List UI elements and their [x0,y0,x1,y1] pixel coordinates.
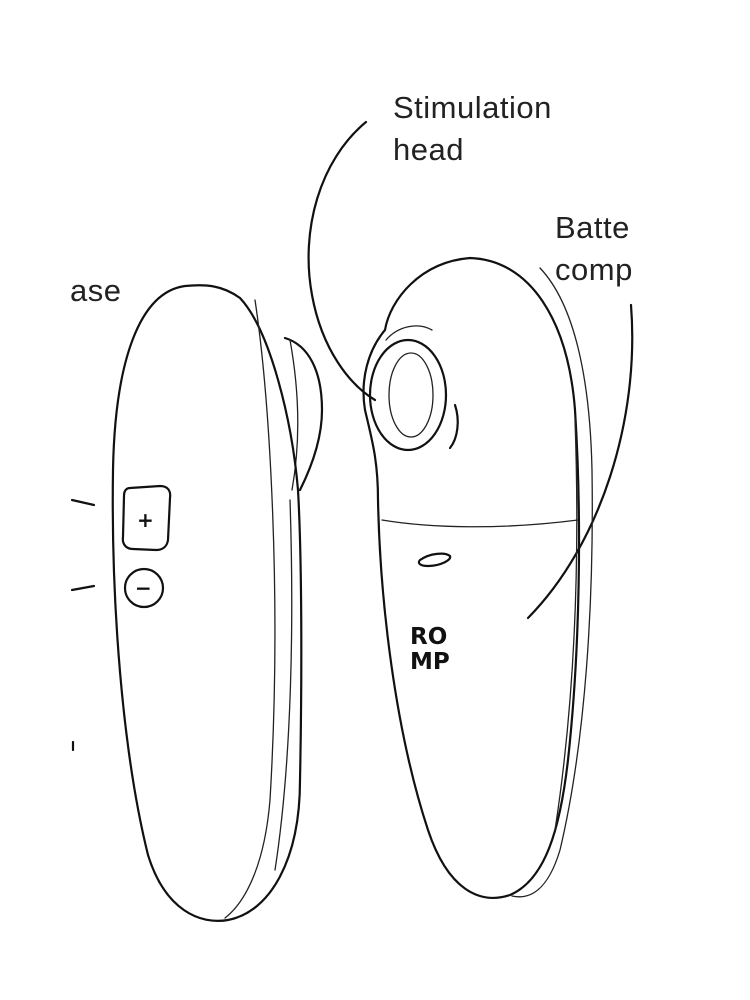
stimulation-head [368,338,448,452]
battery-label-line1: Batte [555,210,630,245]
label-crop-mask [636,200,750,300]
device-side-view: + − [111,284,324,922]
left-leader-line-1 [70,498,96,507]
battery-label-line2: comp [555,252,633,287]
charging-slot [417,552,452,568]
romp-logo-line1: RO [410,624,447,650]
romp-logo-line2: MP [410,649,450,675]
stimulation-head-opening [388,352,434,438]
stimulation-head-label-line2: head [393,132,464,167]
left-partial-label: ase [70,273,121,308]
device-front-view: RO MP [362,256,593,899]
left-leader-line-2 [70,584,96,592]
stimulation-head-leader-line [307,120,377,402]
minus-button[interactable] [123,567,165,609]
plus-button-label: + [137,508,154,532]
plus-button[interactable] [121,484,172,552]
stimulation-head-label-line1: Stimulation [393,90,552,125]
minus-button-label: − [135,576,152,600]
battery-leader-line [526,303,634,620]
